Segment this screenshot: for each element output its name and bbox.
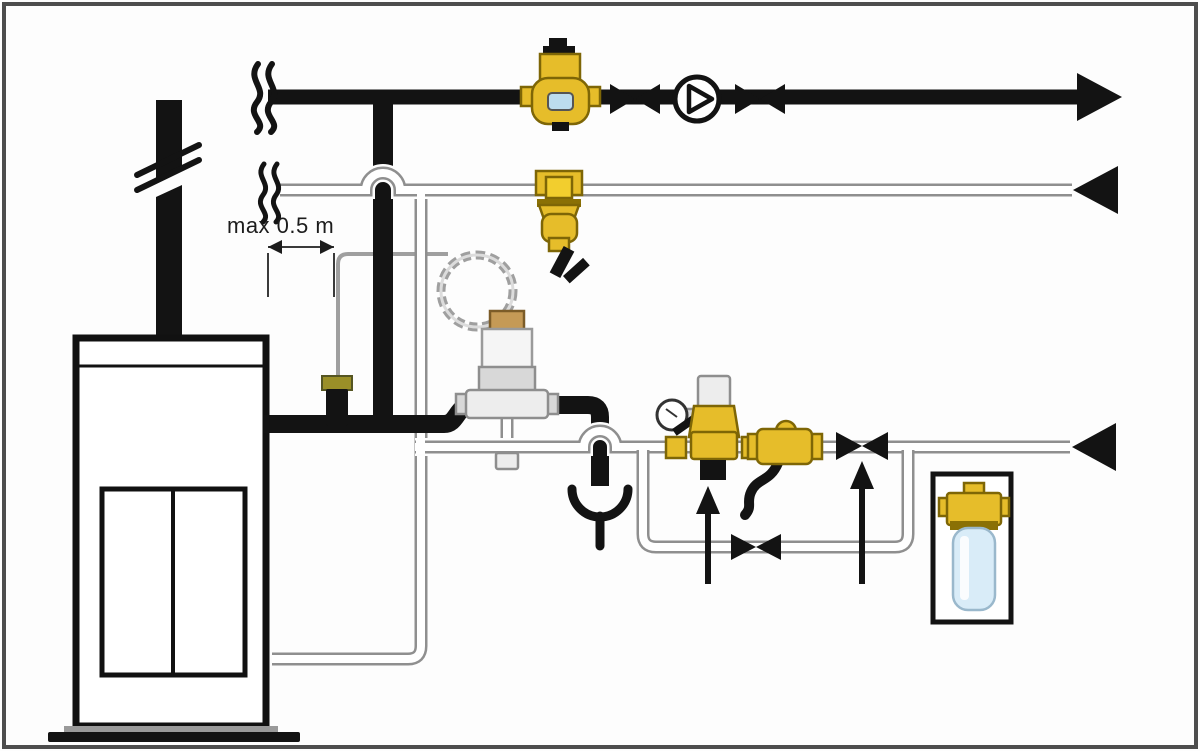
- dim-arrow-left: [268, 240, 282, 254]
- dirt-separator-drain: [549, 245, 590, 284]
- air-vent-cap: [549, 38, 567, 49]
- tee-weld: [417, 189, 425, 199]
- capillary-coil: [336, 250, 518, 382]
- shutoff-valve-left: [610, 84, 660, 114]
- flue-break-mark: [134, 142, 202, 193]
- shutoff-valve-right: [735, 84, 785, 114]
- dimension-max-distance: [267, 240, 335, 297]
- dirt-separator: [534, 169, 590, 284]
- tee-weld: [416, 438, 425, 454]
- backflow-preventer: [740, 419, 824, 520]
- dim-arrow-right: [320, 240, 334, 254]
- filter-bowl-highlight: [960, 536, 969, 600]
- gauge-needle: [665, 408, 678, 418]
- filter-bowl: [951, 526, 997, 612]
- backflow-drain-spout: [740, 458, 783, 520]
- cold-line-valve: [836, 432, 888, 460]
- temperature-sensor-pocket: [321, 375, 353, 426]
- air-separator: [519, 38, 602, 131]
- water-filter-inset-box: [930, 471, 1014, 625]
- boiler-return-riser: [272, 193, 428, 666]
- tee-fitting: [494, 451, 520, 471]
- fill-direction-arrow-1: [696, 486, 720, 584]
- air-separator-drain: [552, 122, 569, 131]
- circulator-pump: [672, 74, 722, 124]
- boiler-plinth: [48, 732, 300, 742]
- water-filter: [937, 481, 1011, 612]
- return-break-squiggle: [257, 161, 282, 225]
- thermal-safety-valve: [454, 309, 560, 420]
- supply-break-squiggle: [250, 61, 278, 135]
- dirt-window: [544, 175, 574, 200]
- supply-flow-arrow: [1077, 73, 1122, 121]
- bypass-valve: [731, 534, 781, 560]
- boiler-shadow: [64, 726, 278, 733]
- dimension-label: max 0.5 m: [227, 213, 335, 238]
- filter-head: [945, 491, 1003, 527]
- fill-direction-arrow-2: [850, 461, 874, 584]
- cold-water-line: [415, 422, 1116, 471]
- capillary-tube: [336, 252, 448, 382]
- flue-pipe: [134, 100, 202, 342]
- discharge-tundish: [567, 484, 633, 551]
- pump-impeller-arrow: [686, 83, 715, 115]
- pressure-reducing-valve: [664, 374, 764, 480]
- cold-water-inlet-arrow: [1072, 423, 1116, 471]
- return-flow-arrow: [1073, 166, 1118, 214]
- sight-glass: [547, 92, 574, 111]
- discharge-funnel: [700, 460, 726, 480]
- return-line: [257, 161, 1118, 225]
- boiler: [48, 334, 300, 742]
